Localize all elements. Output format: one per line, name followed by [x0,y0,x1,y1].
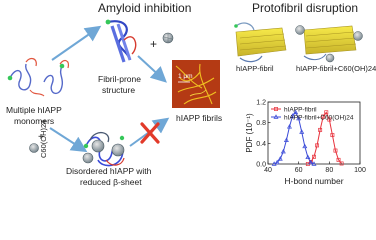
legend-marker [273,114,279,119]
data-point [321,114,326,119]
data-point [286,124,292,129]
y-tick-label: 1.2 [256,100,266,107]
y-axis-label: PDF (10⁻¹) [245,113,254,153]
disordered-label-line2: reduced β-sheet [80,177,142,187]
data-point [308,159,314,165]
x-axis-label: H-bond number [284,176,343,186]
protofibril-structure-left [234,22,287,63]
monomers-label-line2: monomers [14,116,54,126]
data-point [296,115,302,121]
monomers-illustration [7,57,69,97]
plus-sign-top: + [150,37,157,51]
data-point [277,156,283,161]
disordered-hiapp-complex [82,132,125,167]
disordered-label-line1: Disordered hIAPP with [66,166,152,176]
fibril-prone-label-line1: Fibril-prone [98,74,141,84]
figure-canvas: Amyloid inhibition Multiple hIAPP monome… [6,1,376,187]
monomers-label-line1: Multiple hIAPP [6,105,62,115]
fibril-c60-label: hIAPP-fibril+C60(OH)24 [296,64,376,73]
y-tick-label: 0.8 [256,120,266,127]
y-tick-label: 0.4 [256,141,266,148]
arrow-fibril-prone-to-fibrils [137,55,167,83]
arrow-monomers-to-disordered [49,127,88,153]
protofibril-structure-right [295,25,363,63]
blocked-cross-icon [140,122,160,144]
arrow-monomers-to-fibril-prone [51,25,102,61]
data-point [290,113,296,118]
data-point [311,161,317,166]
fibrils-label: hIAPP fibrils [176,113,222,123]
data-point [305,154,311,160]
right-panel-title: Protofibril disruption [252,1,358,15]
x-tick-label: 60 [295,167,303,174]
fibril-prone-structure [105,19,137,63]
data-point [336,157,341,162]
data-point [312,154,316,159]
legend-label: hIAPP-fibril+C60(OH)24 [284,114,354,121]
data-point [274,159,280,165]
fibril-label: hIAPP-fibril [236,64,274,73]
data-point [318,127,323,132]
data-point [280,148,286,154]
left-panel-title: Amyloid inhibition [98,1,191,15]
x-tick-label: 100 [354,167,366,174]
data-point [324,110,329,115]
fullerene-icon-left [29,143,39,153]
data-point [315,143,320,148]
legend-marker [274,107,278,111]
afm-fibril-image [172,60,220,108]
c60-label: C60(OH)24 [39,120,48,158]
afm-scale-label: 1 μm [178,73,193,80]
data-point [283,137,289,142]
pdf-chart: 40 60 80 100 0.0 0.4 0.8 1.2H-bond number PDF (1… [245,100,366,187]
y-tick-label: 0.0 [256,162,266,169]
x-tick-label: 80 [325,167,333,174]
fibril-prone-label-line2: structure [102,85,135,95]
fullerene-icon [162,32,174,44]
legend-label: hIAPP-fibril [284,106,317,113]
data-point [293,109,299,115]
data-point [339,161,344,166]
x-tick-label: 40 [264,167,272,174]
data-point [299,129,305,134]
data-point [333,148,338,153]
plus-sign-bottom: + [38,132,44,143]
data-point [330,133,335,138]
data-point [327,117,332,122]
data-point [302,143,308,149]
